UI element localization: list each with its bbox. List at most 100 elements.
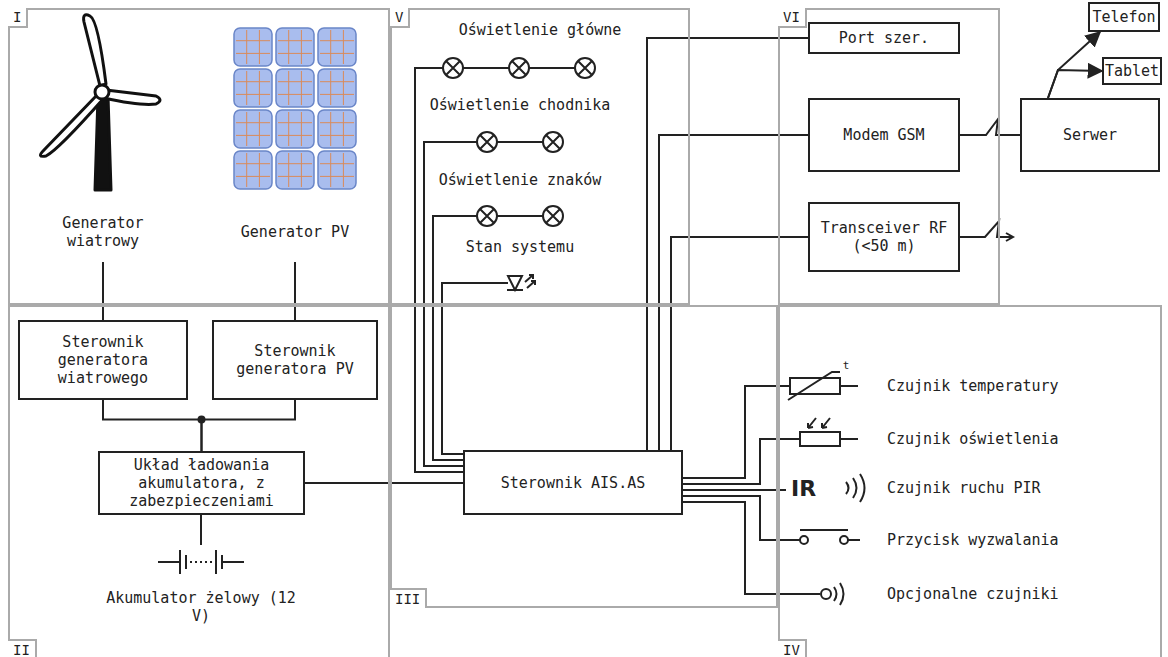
pv-grid-line: [278, 53, 312, 54]
pv-grid-line: [301, 71, 302, 105]
pv-grid-line: [320, 135, 354, 136]
region-number: IV: [778, 639, 807, 657]
pv-grid-line: [259, 30, 260, 64]
pv-grid-line: [343, 112, 344, 146]
pv-grid-line: [330, 30, 331, 64]
pv-grid-line: [301, 112, 302, 146]
block-box: Serwer: [1020, 98, 1160, 172]
annotation-label: Przycisk wyzwalania: [887, 531, 1059, 549]
connector-line: [1048, 70, 1102, 98]
region-panel: I: [8, 8, 390, 305]
connector-line: [671, 237, 808, 450]
annotation-label: Akumulator żelowy (12 V): [106, 589, 296, 625]
pv-grid-line: [246, 153, 247, 187]
pv-grid-line: [330, 153, 331, 187]
pv-cell: [318, 151, 356, 189]
optional-sensor-symbol: [821, 583, 844, 605]
region-number: V: [390, 8, 410, 28]
pv-cell: [234, 151, 272, 189]
pv-grid-line: [343, 153, 344, 187]
pv-grid-line: [320, 40, 354, 41]
connector-line: [305, 482, 463, 484]
pv-grid-line: [330, 112, 331, 146]
pv-grid-line: [278, 94, 312, 95]
pv-grid-line: [301, 30, 302, 64]
pv-cell: [318, 69, 356, 107]
pv-grid-line: [259, 112, 260, 146]
pv-grid-line: [320, 163, 354, 164]
led-symbol: [507, 275, 535, 290]
pv-grid-line: [259, 71, 260, 105]
pv-grid-line: [246, 30, 247, 64]
annotation-label: Czujnik ruchu PIR: [887, 479, 1041, 497]
sensor-wires: [683, 386, 860, 594]
wind-turbine: [40, 15, 160, 190]
pv-grid-line: [236, 40, 270, 41]
pv-grid-line: [278, 176, 312, 177]
photoresistor-symbol: [800, 418, 840, 446]
pv-grid-line: [343, 30, 344, 64]
pv-grid-line: [330, 71, 331, 105]
pv-cell: [276, 69, 314, 107]
pv-cell: [234, 28, 272, 66]
box-text: Serwer: [1063, 126, 1117, 144]
region-number: I: [8, 8, 28, 28]
block-box: Port szer.: [808, 22, 960, 54]
annotation-label: Oświetlenie znaków: [439, 171, 602, 189]
block-box: Układ ładowania akumulatora, z zabezpiec…: [98, 451, 305, 515]
region-number: II: [8, 639, 37, 657]
annotation-label: Czujnik oświetlenia: [887, 430, 1059, 448]
region-number: III: [390, 588, 427, 608]
pv-grid-line: [320, 122, 354, 123]
box-text: Tablet: [1105, 62, 1159, 80]
thermistor-symbol: [788, 372, 840, 400]
pv-grid-line: [278, 40, 312, 41]
region-panel: VIPort szer. Modem GSM Transceiver RF (<50…: [778, 8, 1000, 305]
region-number: VI: [778, 8, 807, 28]
rf-antenna-link: [960, 221, 1013, 241]
pv-grid-line: [278, 122, 312, 123]
connector-line: [103, 400, 202, 451]
box-text: Modem GSM: [843, 126, 924, 144]
pir-symbol-text: IR: [791, 476, 816, 502]
connector-line: [659, 135, 808, 450]
lamp-symbols: [443, 58, 595, 226]
battery-symbol: [158, 550, 244, 574]
box-text: Sterownik AIS.AS: [501, 474, 646, 492]
pv-cell: [234, 110, 272, 148]
button-symbol: [800, 530, 848, 544]
block-box: Tablet: [1102, 57, 1162, 85]
pv-cell: [234, 69, 272, 107]
annotation-label: Czujnik temperatury: [887, 377, 1059, 395]
box-text: Sterownik generatora wiatrowego: [26, 333, 180, 387]
block-box: Sterownik generatora wiatrowego: [18, 320, 188, 400]
pv-cell: [318, 110, 356, 148]
pv-grid-line: [278, 163, 312, 164]
box-text: Telefon: [1092, 8, 1155, 26]
pv-grid-line: [236, 81, 270, 82]
region-panel: V: [390, 8, 690, 305]
pv-grid-line: [236, 53, 270, 54]
pv-grid-line: [288, 112, 289, 146]
box-text: Sterownik generatora PV: [220, 342, 370, 378]
pv-grid-line: [236, 94, 270, 95]
pv-panel: [234, 28, 356, 189]
pv-grid-line: [278, 81, 312, 82]
pir-waves: [846, 474, 865, 502]
box-text: Układ ładowania akumulatora, z zabezpiec…: [106, 456, 297, 510]
connector-line: [960, 119, 1020, 135]
annotation-label: Generator wiatrowy: [43, 214, 163, 250]
pv-cell: [276, 151, 314, 189]
block-box: Transceiver RF (<50 m): [808, 202, 960, 272]
connector-line: [647, 38, 808, 450]
pv-grid-line: [246, 71, 247, 105]
annotation-label: Opcjonalne czujniki: [887, 585, 1059, 603]
pv-grid-line: [320, 53, 354, 54]
block-box: Modem GSM: [808, 98, 960, 172]
region-panel: III Sterownik AIS.AS: [390, 305, 778, 608]
pv-grid-line: [343, 71, 344, 105]
pv-grid-line: [236, 122, 270, 123]
connector-line: [1048, 32, 1100, 98]
pv-grid-line: [320, 94, 354, 95]
